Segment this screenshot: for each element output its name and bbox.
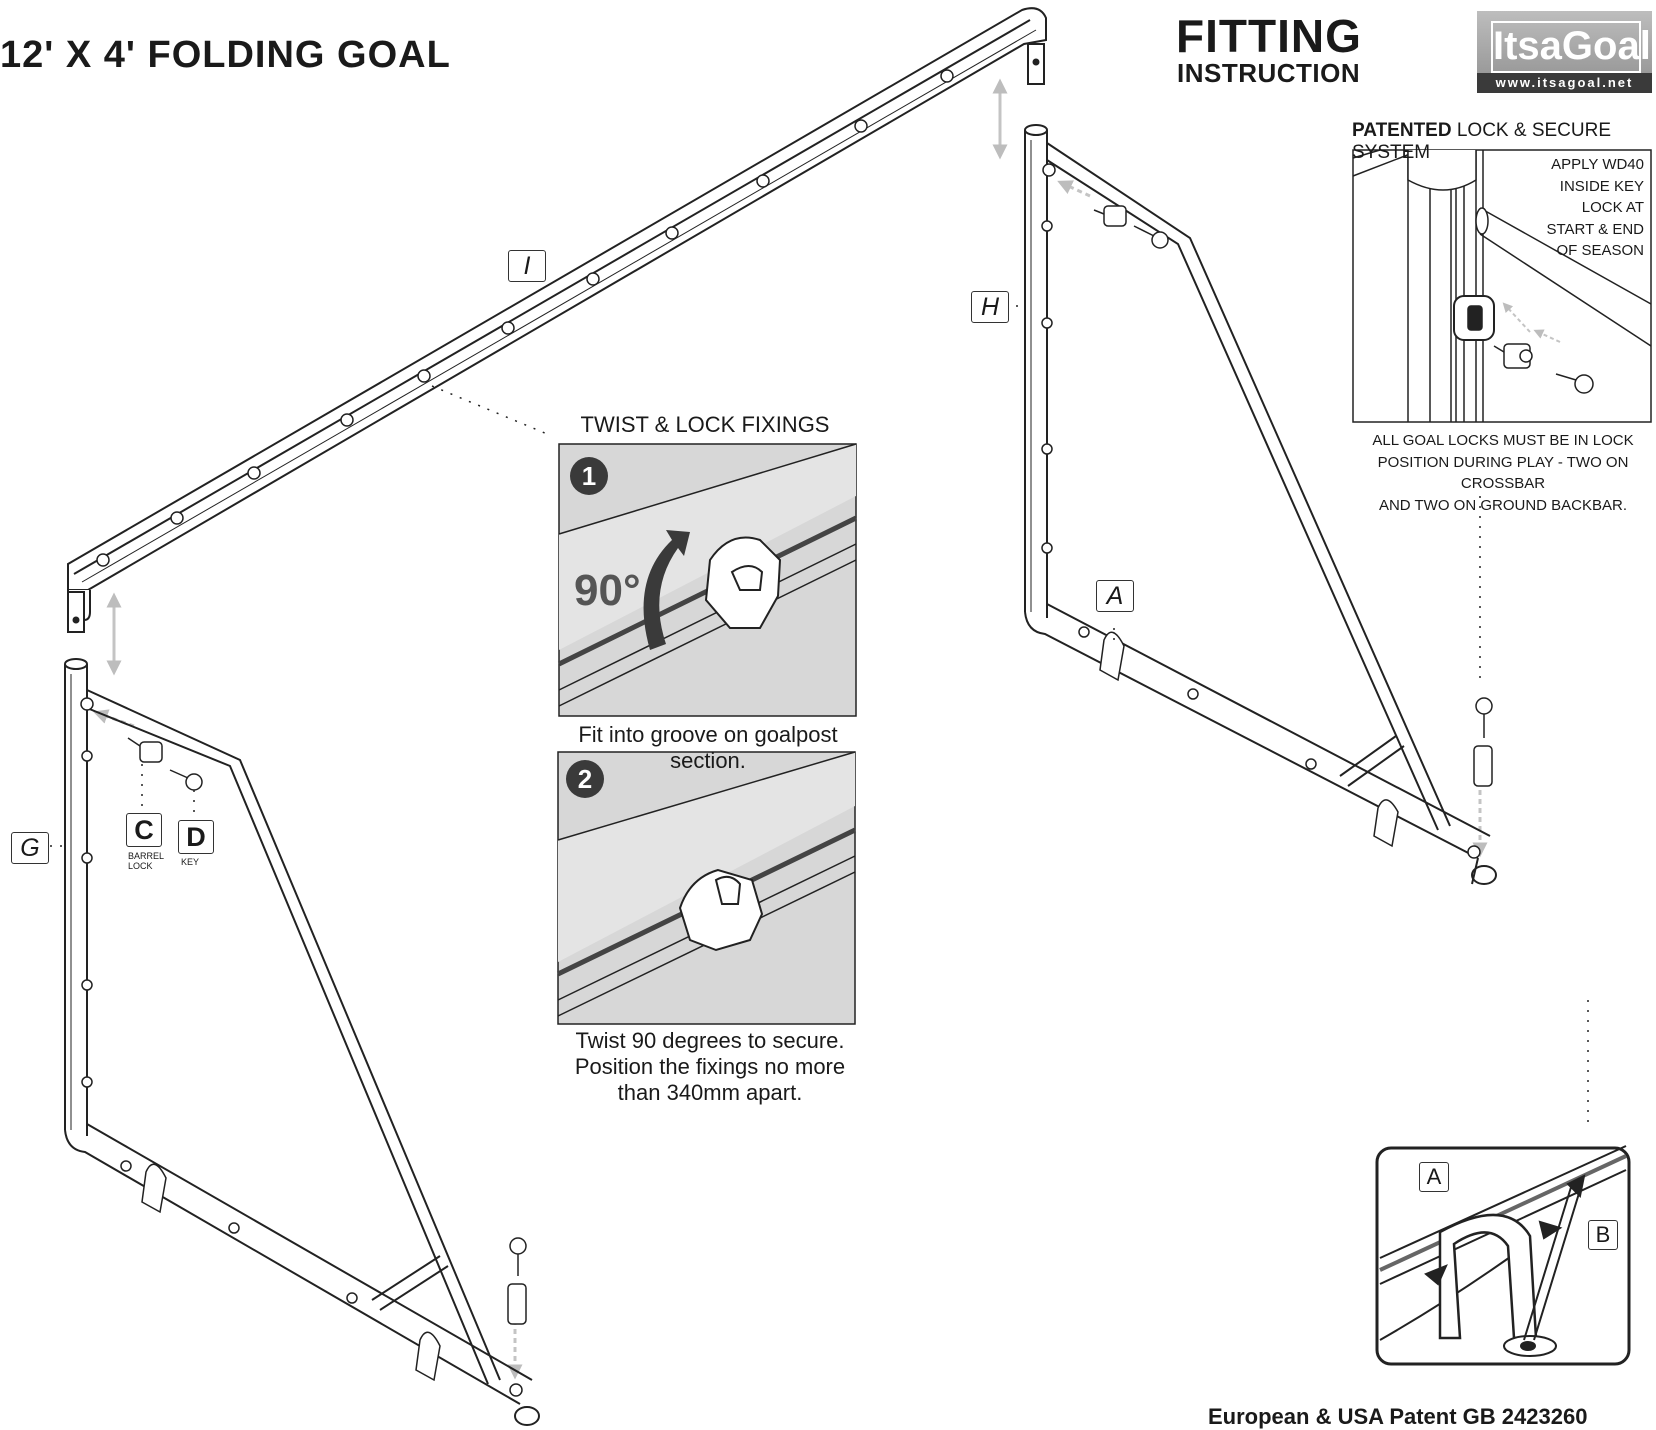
instruction-heading: INSTRUCTION	[1177, 58, 1361, 88]
label-d: D	[178, 820, 214, 854]
goal-frame-g-fixings	[80, 697, 523, 1397]
crossbar-section-i	[67, 7, 1047, 633]
wd40-line: START & END	[1546, 220, 1644, 238]
wd40-line: LOCK AT	[1581, 199, 1644, 216]
step-1-badge: 1	[570, 457, 608, 495]
key-icon-d	[169, 769, 203, 791]
lock-note-line: ALL GOAL LOCKS MUST BE IN LOCK	[1372, 432, 1634, 449]
caption-line: BARREL	[128, 851, 165, 861]
barrel-lock-caption: BARREL LOCK	[128, 851, 164, 871]
label-h: H	[971, 291, 1009, 323]
label-g: G	[11, 832, 49, 864]
key-icon-h	[1133, 225, 1169, 249]
patent-number: European & USA Patent GB 2423260	[1208, 1404, 1588, 1429]
wd40-note: APPLY WD40 INSIDE KEY LOCK AT START & EN…	[1430, 154, 1644, 262]
logo-url: www.itsagoal.net	[1477, 73, 1652, 93]
itsagoal-logo: ItsaGoal www.itsagoal.net	[1477, 11, 1652, 93]
goal-frame-h	[1024, 124, 1497, 885]
step-1-caption: Fit into groove on goalpost section.	[578, 722, 838, 773]
twist-lock-panel-2	[556, 751, 857, 1025]
bracket-detail-panel	[1375, 1145, 1631, 1366]
caption-line: Twist 90 degrees to secure.	[575, 1028, 845, 1053]
label-c: C	[126, 813, 162, 847]
goal-frame-h-fixings	[1041, 163, 1481, 859]
page-title: 12' X 4' FOLDING GOAL	[0, 34, 451, 76]
step-2-badge: 2	[566, 760, 604, 798]
label-a: A	[1096, 580, 1134, 612]
lock-insert-arrows	[1502, 302, 1561, 343]
barrel-lock-icon-h	[1093, 205, 1127, 227]
goal-frame-g	[64, 658, 540, 1426]
caption-line: LOCK	[128, 861, 153, 871]
fitting-heading: FITTING	[1176, 10, 1362, 62]
crossbar-fixings	[96, 69, 954, 567]
wd40-line: OF SEASON	[1556, 242, 1644, 259]
key-icon-left-bottom	[507, 1237, 527, 1325]
caption-line: than 340mm apart.	[617, 1080, 803, 1105]
lock-note-line: POSITION DURING PLAY - TWO ON CROSSBAR	[1377, 453, 1629, 493]
key-caption: KEY	[181, 857, 200, 867]
barrel-lock-icon-c	[127, 737, 163, 763]
rotation-angle-label: 90°	[574, 566, 641, 615]
lock-system-title: LOCK & SECURE SYSTEM	[1352, 120, 1612, 163]
logo-wordmark: ItsaGoal	[1491, 21, 1651, 73]
wd40-line: INSIDE KEY	[1559, 177, 1644, 195]
twist-lock-heading: TWIST & LOCK FIXINGS	[580, 412, 830, 437]
detail-label-a: A	[1419, 1162, 1449, 1192]
lock-note-line: AND TWO ON GROUND BACKBAR.	[1378, 496, 1628, 514]
step-2-caption: Twist 90 degrees to secure. Position the…	[560, 1028, 860, 1106]
label-i: I	[508, 250, 546, 282]
lock-position-note: ALL GOAL LOCKS MUST BE IN LOCK POSITION …	[1352, 430, 1654, 516]
lock-secure-panel	[1352, 149, 1652, 423]
wd40-line: APPLY WD40	[1551, 156, 1644, 173]
lock-system-heading: PATENTED LOCK & SECURE SYSTEM	[1352, 120, 1656, 164]
caption-line: Position the fixings no more	[574, 1054, 846, 1079]
key-icon-right-bottom	[1473, 697, 1493, 787]
detail-label-b: B	[1588, 1220, 1618, 1250]
twist-lock-panel-1	[557, 443, 858, 717]
patented-label: PATENTED	[1352, 120, 1452, 141]
